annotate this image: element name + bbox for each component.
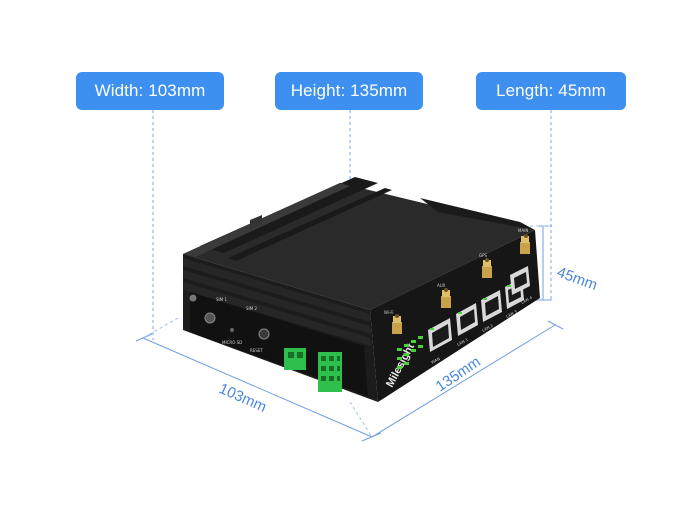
lan4-label: LAN 4 bbox=[520, 295, 533, 305]
ethernet-ports bbox=[428, 266, 530, 352]
reset-label: RESET bbox=[250, 348, 263, 353]
port-lan2[interactable] bbox=[481, 290, 502, 322]
wifi-label: Wi-Fi bbox=[384, 310, 394, 315]
height-dimension-label: 45mm bbox=[555, 264, 600, 294]
lan2-label: LAN 2 bbox=[481, 323, 494, 333]
sim2-label: SIM 2 bbox=[246, 306, 257, 311]
wifi-antenna-connector bbox=[392, 314, 402, 334]
aux-label: AUX bbox=[437, 283, 446, 288]
port-lan4[interactable] bbox=[510, 266, 530, 295]
sim-slot-icon bbox=[204, 312, 216, 324]
length-badge: Length: 45mm bbox=[476, 72, 626, 110]
gps-label: GPS bbox=[479, 253, 488, 258]
aux-antenna-connector bbox=[441, 288, 451, 308]
antenna-connectors bbox=[392, 234, 530, 334]
port-lan1[interactable] bbox=[456, 303, 478, 336]
gps-antenna-connector bbox=[482, 258, 492, 278]
screw-icon bbox=[189, 294, 197, 302]
lan3-label: LAN 3 bbox=[505, 309, 518, 319]
device-side bbox=[370, 230, 540, 402]
width-dimension-label: 103mm bbox=[216, 380, 269, 416]
height-badge: Height: 135mm bbox=[275, 72, 423, 110]
lan1-label: LAN 1 bbox=[456, 337, 469, 347]
main-antenna-connector bbox=[520, 234, 530, 254]
micro-sd-label: MICRO SD bbox=[222, 340, 242, 345]
status-leds bbox=[397, 336, 423, 369]
width-badge: Width: 103mm bbox=[76, 72, 224, 110]
main-label: MAIN bbox=[518, 228, 528, 233]
wan-label: WAN bbox=[430, 356, 441, 365]
port-wan[interactable] bbox=[428, 318, 452, 352]
sim1-label: SIM 1 bbox=[216, 297, 227, 302]
power-terminal bbox=[284, 348, 306, 370]
reset-button-icon[interactable] bbox=[258, 328, 270, 340]
